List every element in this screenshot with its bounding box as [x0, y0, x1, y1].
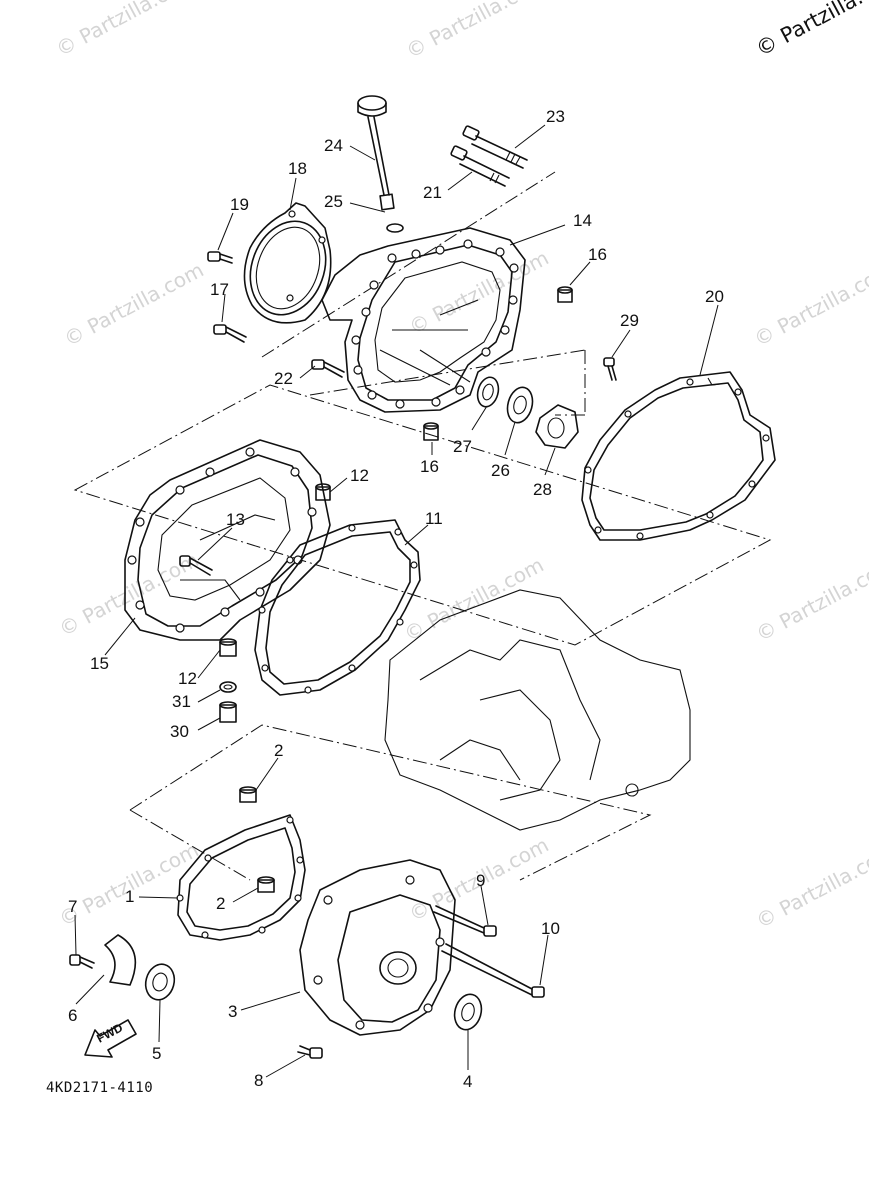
callout-18: 18	[288, 159, 307, 178]
callout-4: 4	[463, 1072, 473, 1091]
dowel-pins-lower	[239, 786, 275, 893]
callout-17: 17	[210, 280, 229, 299]
long-bolts	[450, 125, 528, 187]
callout-26: 26	[491, 461, 510, 480]
callout-27: 27	[453, 437, 472, 456]
crankcase-assembly	[384, 589, 691, 831]
crankcase-cover-left	[124, 439, 331, 641]
callout-9: 9	[476, 871, 486, 890]
callout-30: 30	[170, 722, 189, 741]
fwd-arrow-icon	[84, 1019, 137, 1058]
lower-bolts	[297, 905, 545, 1059]
callout-16: 16	[588, 245, 607, 264]
callout-10: 10	[541, 919, 560, 938]
callout-24: 24	[324, 136, 343, 155]
diagram-part-code: 4KD2171-4110	[46, 1080, 154, 1096]
callout-8: 8	[254, 1071, 264, 1090]
callout-3: 3	[228, 1002, 238, 1021]
callout-12: 12	[350, 466, 369, 485]
gasket-20	[581, 371, 776, 541]
gasket-1	[176, 814, 306, 941]
callout-21: 21	[423, 183, 442, 202]
callout-16: 16	[420, 457, 439, 476]
callout-1: 1	[125, 887, 135, 906]
clip-and-bolt	[69, 934, 137, 986]
callout-11: 11	[425, 509, 443, 528]
callout-31: 31	[172, 692, 191, 711]
cover-plate	[243, 202, 332, 324]
front-cover	[299, 859, 456, 1036]
callout-22: 22	[274, 369, 293, 388]
callout-20: 20	[705, 287, 724, 306]
callout-25: 25	[324, 192, 343, 211]
callout-2: 2	[216, 894, 226, 913]
small-bolts-upper	[207, 251, 345, 378]
callout-7: 7	[68, 897, 78, 916]
dipstick	[357, 95, 404, 233]
callout-19: 19	[230, 195, 249, 214]
callout-15: 15	[90, 654, 109, 673]
callout-12: 12	[178, 669, 197, 688]
callout-2: 2	[274, 741, 284, 760]
oil-seals-lower	[144, 963, 483, 1031]
dowel-pins-upper	[423, 286, 573, 441]
leader-lines	[74, 124, 719, 1078]
callout-5: 5	[152, 1044, 162, 1063]
callout-14: 14	[573, 211, 592, 230]
left-cover-fasteners	[179, 483, 331, 723]
callout-29: 29	[620, 311, 639, 330]
crankcase-cover-right	[321, 227, 526, 413]
seal-bearing-group	[476, 357, 617, 449]
callout-13: 13	[226, 510, 245, 529]
callout-6: 6	[68, 1006, 78, 1025]
gasket-11	[254, 519, 421, 696]
callout-28: 28	[533, 480, 552, 499]
callout-23: 23	[546, 107, 565, 126]
